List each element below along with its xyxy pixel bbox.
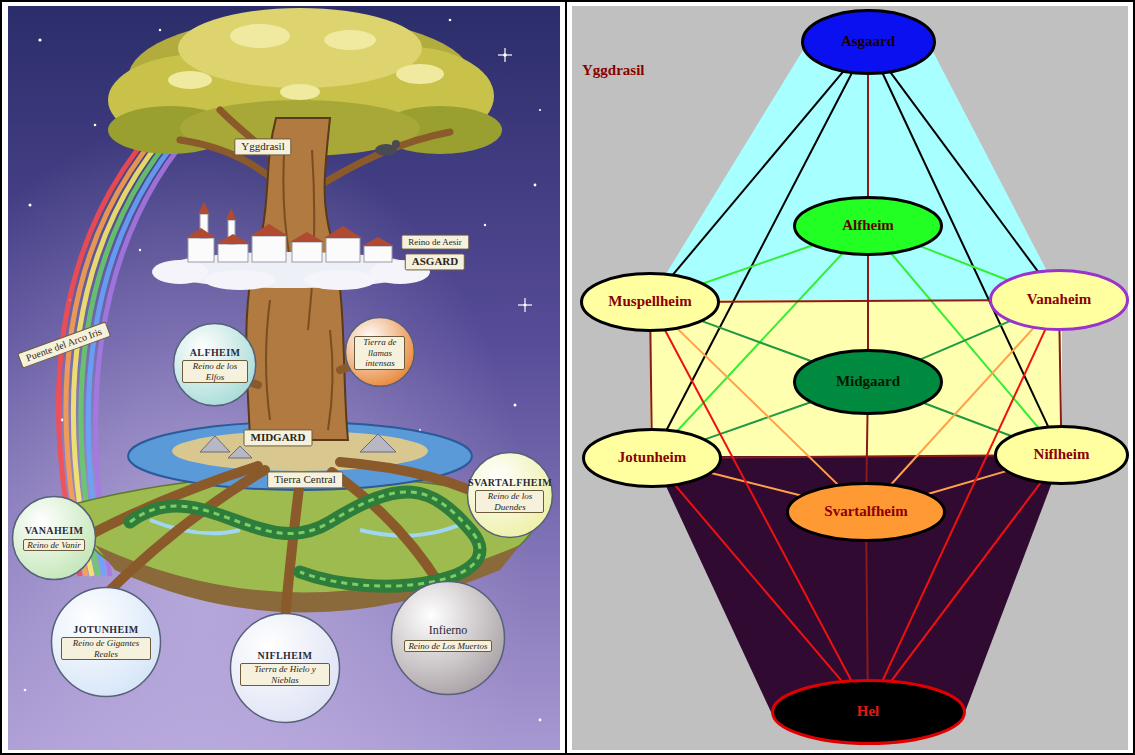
node-text-group: SVARTALFHEIMReino de los Duendes <box>475 477 544 513</box>
realm-ellipse: Midgaard <box>793 349 943 415</box>
realm-link <box>928 471 1006 494</box>
sphere-body <box>13 497 96 580</box>
realm-ellipse: Hel <box>771 679 966 745</box>
ellipse-body <box>584 430 721 487</box>
node-text-group: Niflheim <box>1034 446 1090 463</box>
node-text-group: Jotunheim <box>618 449 686 466</box>
sphere-body <box>174 324 256 406</box>
realm-caption: Reino de Los Muertos <box>404 640 491 652</box>
realm-name: NIFLHEIM <box>258 650 313 662</box>
realm-name: JOTUNHEIM <box>73 624 138 636</box>
banner-label: Yggdrasil <box>234 138 291 155</box>
realm-ellipse: Vanaheim <box>989 269 1129 331</box>
realm-name: Alfheim <box>842 217 894 234</box>
realm-sphere: Tierra de llamas intensas <box>344 316 416 388</box>
node-text-group: NIFLHEIMTierra de Hielo y Nieblas <box>240 650 330 686</box>
node-text-group: VANAHEIM Reino de Vanir <box>23 525 85 551</box>
realm-name: Niflheim <box>1034 446 1090 463</box>
sphere-body <box>346 318 415 387</box>
realm-caption: Tierra de Hielo y Nieblas <box>240 663 330 686</box>
realm-name: Tierra de llamas intensas <box>354 336 405 369</box>
node-text-group: Asgaard <box>841 33 895 50</box>
banner-label: MIDGARD <box>244 429 313 446</box>
realm-name: Asgaard <box>841 33 895 50</box>
realm-name: Infierno <box>429 624 468 638</box>
sphere-outline <box>390 580 506 696</box>
node-text-group: Vanaheim <box>1027 291 1091 308</box>
realm-link <box>867 74 869 197</box>
realm-name: Muspellheim <box>608 293 691 310</box>
realm-sphere: VANAHEIM Reino de Vanir <box>11 495 97 581</box>
banner-label: Tierra Central <box>267 471 343 488</box>
realm-name: Svartalfheim <box>824 503 907 520</box>
realm-caption: Reino de los Elfos <box>182 360 248 383</box>
ellipse-body <box>788 484 945 541</box>
realm-link <box>921 321 1010 359</box>
realm-link <box>711 473 801 496</box>
ellipse-body <box>582 274 719 331</box>
realm-sphere: SVARTALFHEIMReino de los Duendes <box>466 451 554 539</box>
sphere-body <box>52 588 161 697</box>
realm-name: Vanaheim <box>1027 291 1091 308</box>
banner-label: ASGARD <box>405 253 465 270</box>
ellipse-body <box>991 271 1128 330</box>
realm-link <box>866 414 867 483</box>
realm-ellipse: Svartalfheim <box>786 482 946 542</box>
node-text-group: ALFHEIMReino de los Elfos <box>182 347 248 383</box>
realm-link <box>719 300 990 301</box>
realm-caption: Reino de los Duendes <box>475 490 544 513</box>
ellipse-body <box>795 198 942 255</box>
ellipse-body <box>996 427 1128 484</box>
realm-link <box>921 246 1008 280</box>
realm-ellipse: Niflheim <box>994 425 1129 485</box>
realm-link <box>721 455 995 457</box>
node-text-group: Muspellheim <box>608 293 691 310</box>
ellipse-body <box>772 681 964 744</box>
realm-name: Midgaard <box>836 373 900 390</box>
realm-ellipse: Alfheim <box>793 196 943 256</box>
sphere-body <box>231 614 340 723</box>
realm-sphere: InfiernoReino de Los Muertos <box>390 580 506 696</box>
realm-sphere: ALFHEIMReino de los Elfos <box>172 322 257 407</box>
realm-name: Hel <box>857 703 880 720</box>
realm-name: ALFHEIM <box>190 347 241 359</box>
node-text-group: JOTUNHEIMReino de Gigantes Reales <box>61 624 151 660</box>
diagram-title: Yggdrasil <box>582 62 645 79</box>
realm-caption: Reino de Gigantes Reales <box>61 637 151 660</box>
sphere-body <box>468 453 553 538</box>
realm-sphere: JOTUNHEIMReino de Gigantes Reales <box>50 586 162 698</box>
node-text-group: Tierra de llamas intensas <box>354 334 405 369</box>
node-text-group: Hel <box>857 703 880 720</box>
ellipse-body <box>795 351 942 414</box>
realm-name: SVARTALFHEIM <box>468 477 552 489</box>
realm-link <box>650 331 651 429</box>
realm-link <box>867 255 869 350</box>
realm-ellipse: Jotunheim <box>582 428 722 488</box>
realm-name: VANAHEIM <box>25 525 84 537</box>
realm-caption: Reino de Vanir <box>23 539 85 551</box>
realm-ellipse: Asgaard <box>801 9 936 75</box>
node-text-group: Alfheim <box>842 217 894 234</box>
realm-link <box>702 321 812 361</box>
ellipse-body <box>802 11 934 74</box>
node-text-group: Svartalfheim <box>824 503 907 520</box>
banner-label: Reino de Aesir <box>401 235 469 250</box>
node-text-group: InfiernoReino de Los Muertos <box>404 624 491 652</box>
realm-link <box>866 541 867 680</box>
node-text-group: Midgaard <box>836 373 900 390</box>
realm-link <box>1059 330 1061 426</box>
sphere-body <box>392 582 505 695</box>
realm-name: Jotunheim <box>618 449 686 466</box>
realm-sphere: NIFLHEIMTierra de Hielo y Nieblas <box>229 612 341 724</box>
realm-link <box>703 245 813 283</box>
realm-ellipse: Muspellheim <box>580 272 720 332</box>
